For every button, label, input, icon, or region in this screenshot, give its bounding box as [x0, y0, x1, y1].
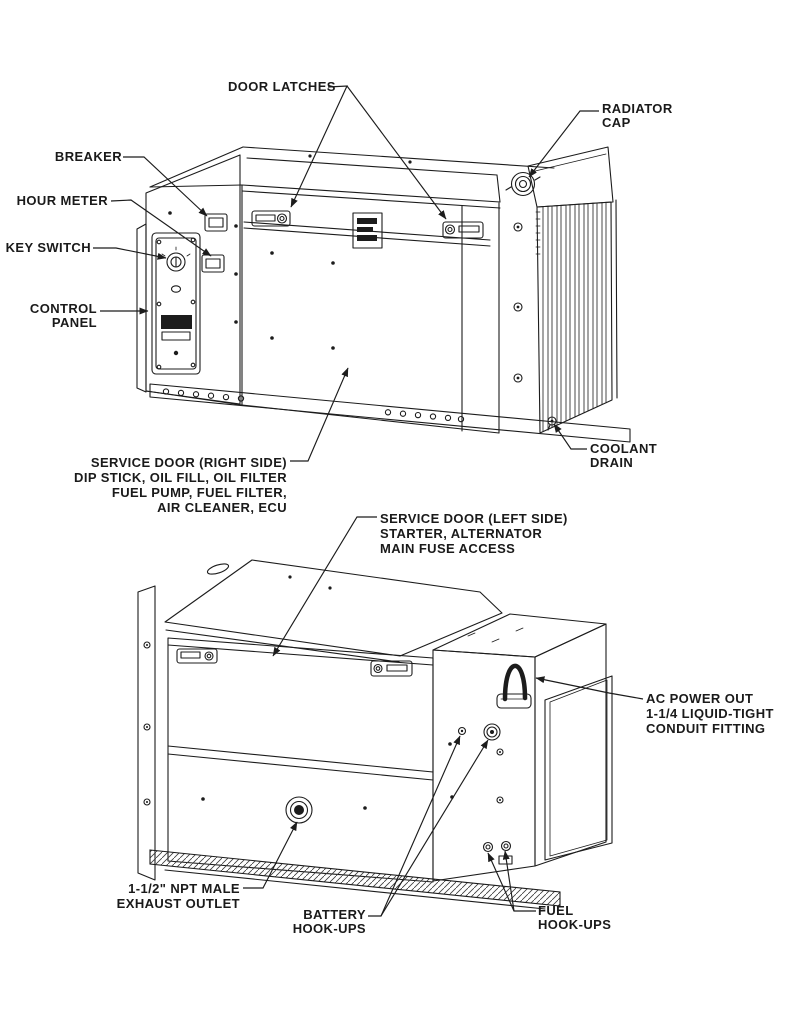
- leader-fuel-2: [502, 850, 515, 912]
- base-skid-lower: [149, 849, 561, 910]
- hour-meter: [201, 254, 225, 273]
- label-line: SERVICE DOOR (RIGHT SIDE): [90, 455, 287, 470]
- leader-hour-meter: [110, 199, 212, 257]
- panel-placard: [161, 315, 192, 329]
- door-latch-right-lower: [370, 660, 413, 677]
- label-line: 1-1/4 LIQUID-TIGHT: [646, 706, 774, 721]
- leader-ac-power-out: [535, 676, 644, 700]
- radiator-core-ticks: [535, 211, 541, 255]
- label-control-panel: CONTROL PANEL: [30, 302, 97, 330]
- label-line: FUEL PUMP, FUEL FILTER,: [111, 485, 287, 500]
- leader-door-latch-right: [346, 85, 447, 220]
- service-door-left-face: [167, 637, 434, 883]
- label-fuel-hookups: FUEL HOOK-UPS: [538, 904, 611, 932]
- label-exhaust-outlet: 1-1/2" NPT MALE EXHAUST OUTLET: [117, 881, 240, 911]
- label-hour-meter: HOUR METER: [17, 194, 108, 208]
- leader-radiator-cap: [528, 110, 599, 178]
- label-line: 1-1/2" NPT MALE: [128, 881, 240, 896]
- lower-leader-lines: [243, 516, 644, 917]
- exhaust-flange: [285, 796, 313, 824]
- label-line: PANEL: [51, 315, 97, 330]
- fuel-fittings: [482, 840, 513, 865]
- front-service-doors: [145, 184, 523, 434]
- label-line: SERVICE DOOR (LEFT SIDE): [380, 511, 568, 526]
- label-line: HOOK-UPS: [538, 917, 612, 932]
- label-ac-power-out: AC POWER OUT 1-1/4 LIQUID-TIGHT CONDUIT …: [646, 691, 774, 736]
- leader-service-door-right: [290, 367, 349, 462]
- label-line: COOLANT: [590, 441, 658, 456]
- label-line: MAIN FUSE ACCESS: [380, 541, 516, 556]
- label-line: STARTER, ALTERNATOR: [380, 526, 543, 541]
- control-panel: [151, 232, 201, 375]
- base-skid: [149, 383, 631, 443]
- electrical-compartment: [432, 613, 607, 882]
- label-line: AIR CLEANER, ECU: [157, 500, 287, 515]
- upper-leader-lines: [93, 85, 599, 462]
- label-line: HOOK-UPS: [292, 921, 366, 936]
- upper-generator-drawing: [93, 85, 631, 462]
- label-line: DOOR LATCHES: [228, 79, 336, 94]
- label-radiator-cap: RADIATOR CAP: [602, 102, 673, 130]
- leader-battery-2: [380, 739, 489, 917]
- leader-breaker: [123, 156, 208, 217]
- ac-conduit-fitting: [496, 663, 532, 709]
- label-line: CAP: [602, 115, 631, 130]
- key-switch-knob: [161, 246, 191, 272]
- label-service-door-right: SERVICE DOOR (RIGHT SIDE) DIP STICK, OIL…: [74, 455, 287, 515]
- label-line: RADIATOR: [602, 101, 673, 116]
- lid-handle: [206, 563, 230, 575]
- label-breaker: BREAKER: [55, 150, 122, 164]
- radiator-fins: [542, 201, 607, 433]
- breaker-switch: [204, 213, 228, 232]
- label-line: AC POWER OUT: [646, 691, 754, 706]
- enclosure-lid: [149, 146, 555, 209]
- label-coolant-drain: COOLANT DRAIN: [590, 442, 657, 470]
- label-service-door-left: SERVICE DOOR (LEFT SIDE) STARTER, ALTERN…: [380, 511, 568, 556]
- label-line: DIP STICK, OIL FILL, OIL FILTER: [74, 470, 287, 485]
- door-latch-right: [442, 221, 484, 239]
- mount-bolts: [513, 222, 523, 383]
- label-line: EXHAUST OUTLET: [116, 896, 240, 911]
- label-line: CONDUIT FITTING: [646, 721, 766, 736]
- label-line: DRAIN: [590, 455, 634, 470]
- enclosure-lid-lower: [164, 559, 503, 663]
- nameplate: [352, 212, 383, 249]
- leader-key-switch: [93, 247, 167, 260]
- label-line: KEY SWITCH: [5, 240, 91, 255]
- radiator: [505, 146, 618, 434]
- label-line: FUEL: [538, 903, 574, 918]
- leader-coolant-drain: [553, 423, 587, 450]
- label-battery-hookups: BATTERY HOOK-UPS: [293, 908, 366, 936]
- door-latch-left-lower: [176, 648, 218, 664]
- label-line: HOUR METER: [16, 193, 108, 208]
- label-line: BATTERY: [303, 907, 366, 922]
- leader-exhaust-outlet: [243, 821, 298, 889]
- door-latch-left: [251, 210, 291, 227]
- side-mount-plate-lower: [137, 585, 156, 881]
- side-mount-plate: [136, 223, 147, 393]
- leader-service-door-left: [272, 516, 377, 657]
- lower-generator-drawing: [137, 516, 644, 917]
- battery-terminals: [457, 723, 501, 741]
- left-face: [145, 154, 241, 405]
- right-end-panel: [544, 675, 613, 861]
- radiator-cap-icon: [505, 171, 541, 197]
- label-line: BREAKER: [54, 149, 122, 164]
- leader-door-latch-left: [290, 85, 348, 208]
- label-line: CONTROL: [29, 301, 97, 316]
- label-key-switch: KEY SWITCH: [6, 241, 91, 255]
- label-door-latches: DOOR LATCHES: [228, 80, 336, 94]
